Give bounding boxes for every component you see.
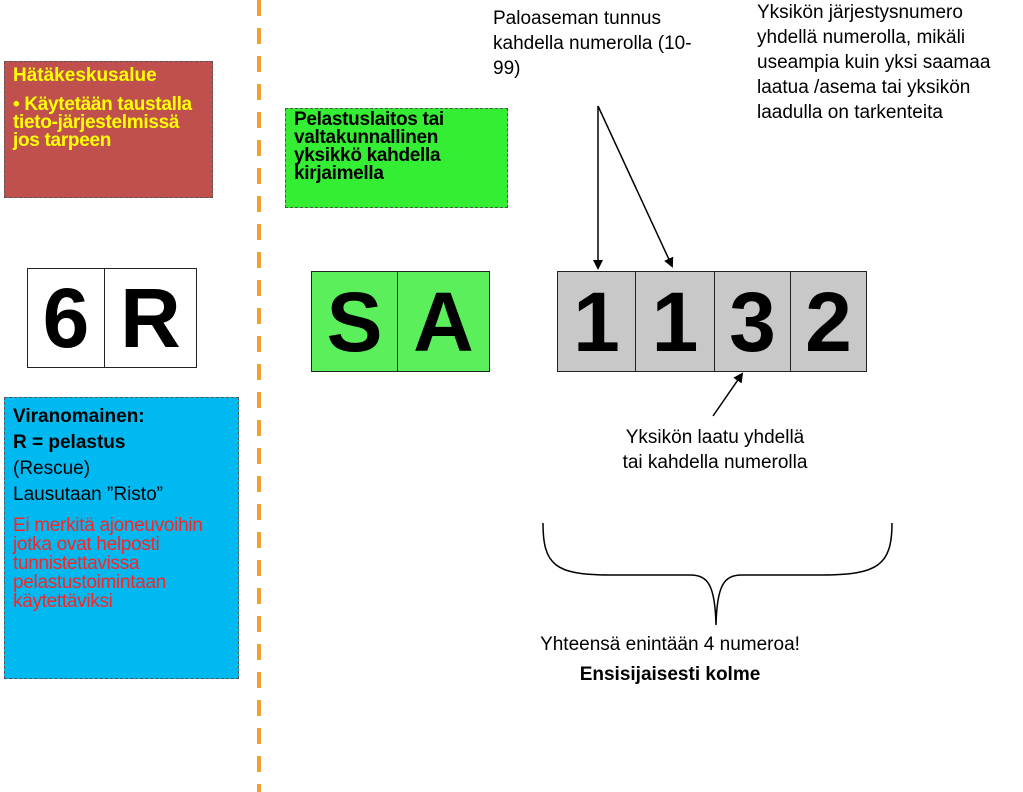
unit-type-arrow [712,372,744,417]
code-cell-unit-2: 1 [635,271,715,372]
order-number-annotation: Yksikön järjestysnumero yhdellä numeroll… [757,2,991,123]
region-text: • Käytetään taustalla tieto-järjestelmis… [13,94,192,151]
region-title: Hätäkeskusalue [13,65,157,86]
station-arrow-2 [597,105,674,268]
region-info-box: Hätäkeskusalue • Käytetään taustalla tie… [4,61,213,198]
authority-rescue-english: (Rescue) [13,458,91,479]
authority-title: Viranomainen: [13,406,145,427]
station-annotation: Paloaseman tunnus kahdella numerolla (10… [493,8,692,79]
authority-note: Ei merkitä ajoneuvoihin jotka ovat helpo… [13,515,203,612]
org-info-box: Pelastuslaitos tai valtakunnallinen yksi… [285,108,508,208]
authority-pronunciation: Lausutaan ”Risto” [13,484,163,505]
org-text: Pelastuslaitos tai valtakunnallinen yksi… [294,109,444,184]
code-cell-unit-3: 3 [714,271,791,372]
code-cell-unit-1: 1 [557,271,636,372]
code-cell-unit-4: 2 [790,271,867,372]
unit-type-annotation: Yksikön laatu yhdellä tai kahdella numer… [622,427,808,473]
total-annotation: Yhteensä enintään 4 numeroa! [540,634,800,655]
code-cell-org-2: A [397,271,490,372]
code-cell-region-2: R [104,268,197,368]
code-cell-region-1: 6 [27,268,105,368]
authority-rescue-line: R = pelastus [13,432,126,453]
authority-info-box: Viranomainen: R = pelastus (Rescue) Laus… [4,397,239,679]
total-bold-annotation: Ensisijaisesti kolme [579,664,761,685]
dashed-divider [257,0,261,792]
total-brace [542,522,893,626]
